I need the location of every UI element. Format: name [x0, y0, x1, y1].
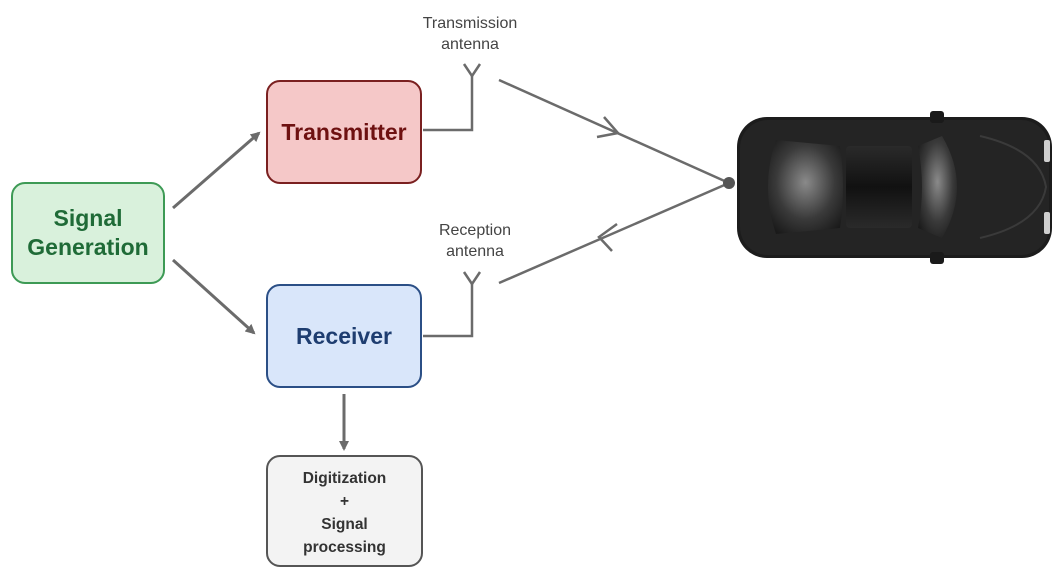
transmission-antenna-label-1: Transmission: [422, 15, 518, 32]
transmission-antenna-label: Transmission antenna: [395, 13, 545, 55]
receiver-block: Receiver: [266, 284, 422, 388]
arrow-gen-to-transmitter: [172, 131, 261, 210]
transmitted-wave-chevron: [596, 116, 621, 139]
processing-label-2: +: [339, 493, 350, 510]
receiver-label: Receiver: [296, 322, 392, 349]
reception-antenna-label-1: Reception: [438, 222, 512, 239]
reception-antenna-label-2: antenna: [446, 243, 504, 260]
transmitter-feed-line: [423, 76, 474, 132]
car-icon: [737, 111, 1052, 264]
reflection-point: [723, 177, 735, 189]
transmission-antenna-label-2: antenna: [441, 36, 499, 53]
reflected-wave-chevron: [597, 222, 618, 252]
signal-generation-block: Signal Generation: [11, 182, 165, 284]
arrow-gen-to-receiver: [171, 258, 256, 335]
reflected-wave-line: [498, 181, 730, 285]
processing-label-4: processing: [303, 539, 386, 556]
receiver-feed-line: [423, 284, 474, 338]
signal-generation-label-2: Generation: [27, 234, 149, 260]
transmission-antenna-icon: [462, 63, 482, 79]
processing-label-1: Digitization: [302, 470, 387, 487]
reception-antenna-label: Reception antenna: [400, 220, 550, 262]
reception-antenna-icon: [462, 271, 482, 287]
signal-generation-label-1: Signal: [53, 205, 123, 231]
processing-label-3: Signal: [321, 516, 368, 533]
transmitted-wave-line: [498, 78, 730, 185]
transmitter-block: Transmitter: [266, 80, 422, 184]
processing-block: Digitization + Signal processing: [266, 455, 423, 567]
transmitter-label: Transmitter: [281, 118, 407, 145]
